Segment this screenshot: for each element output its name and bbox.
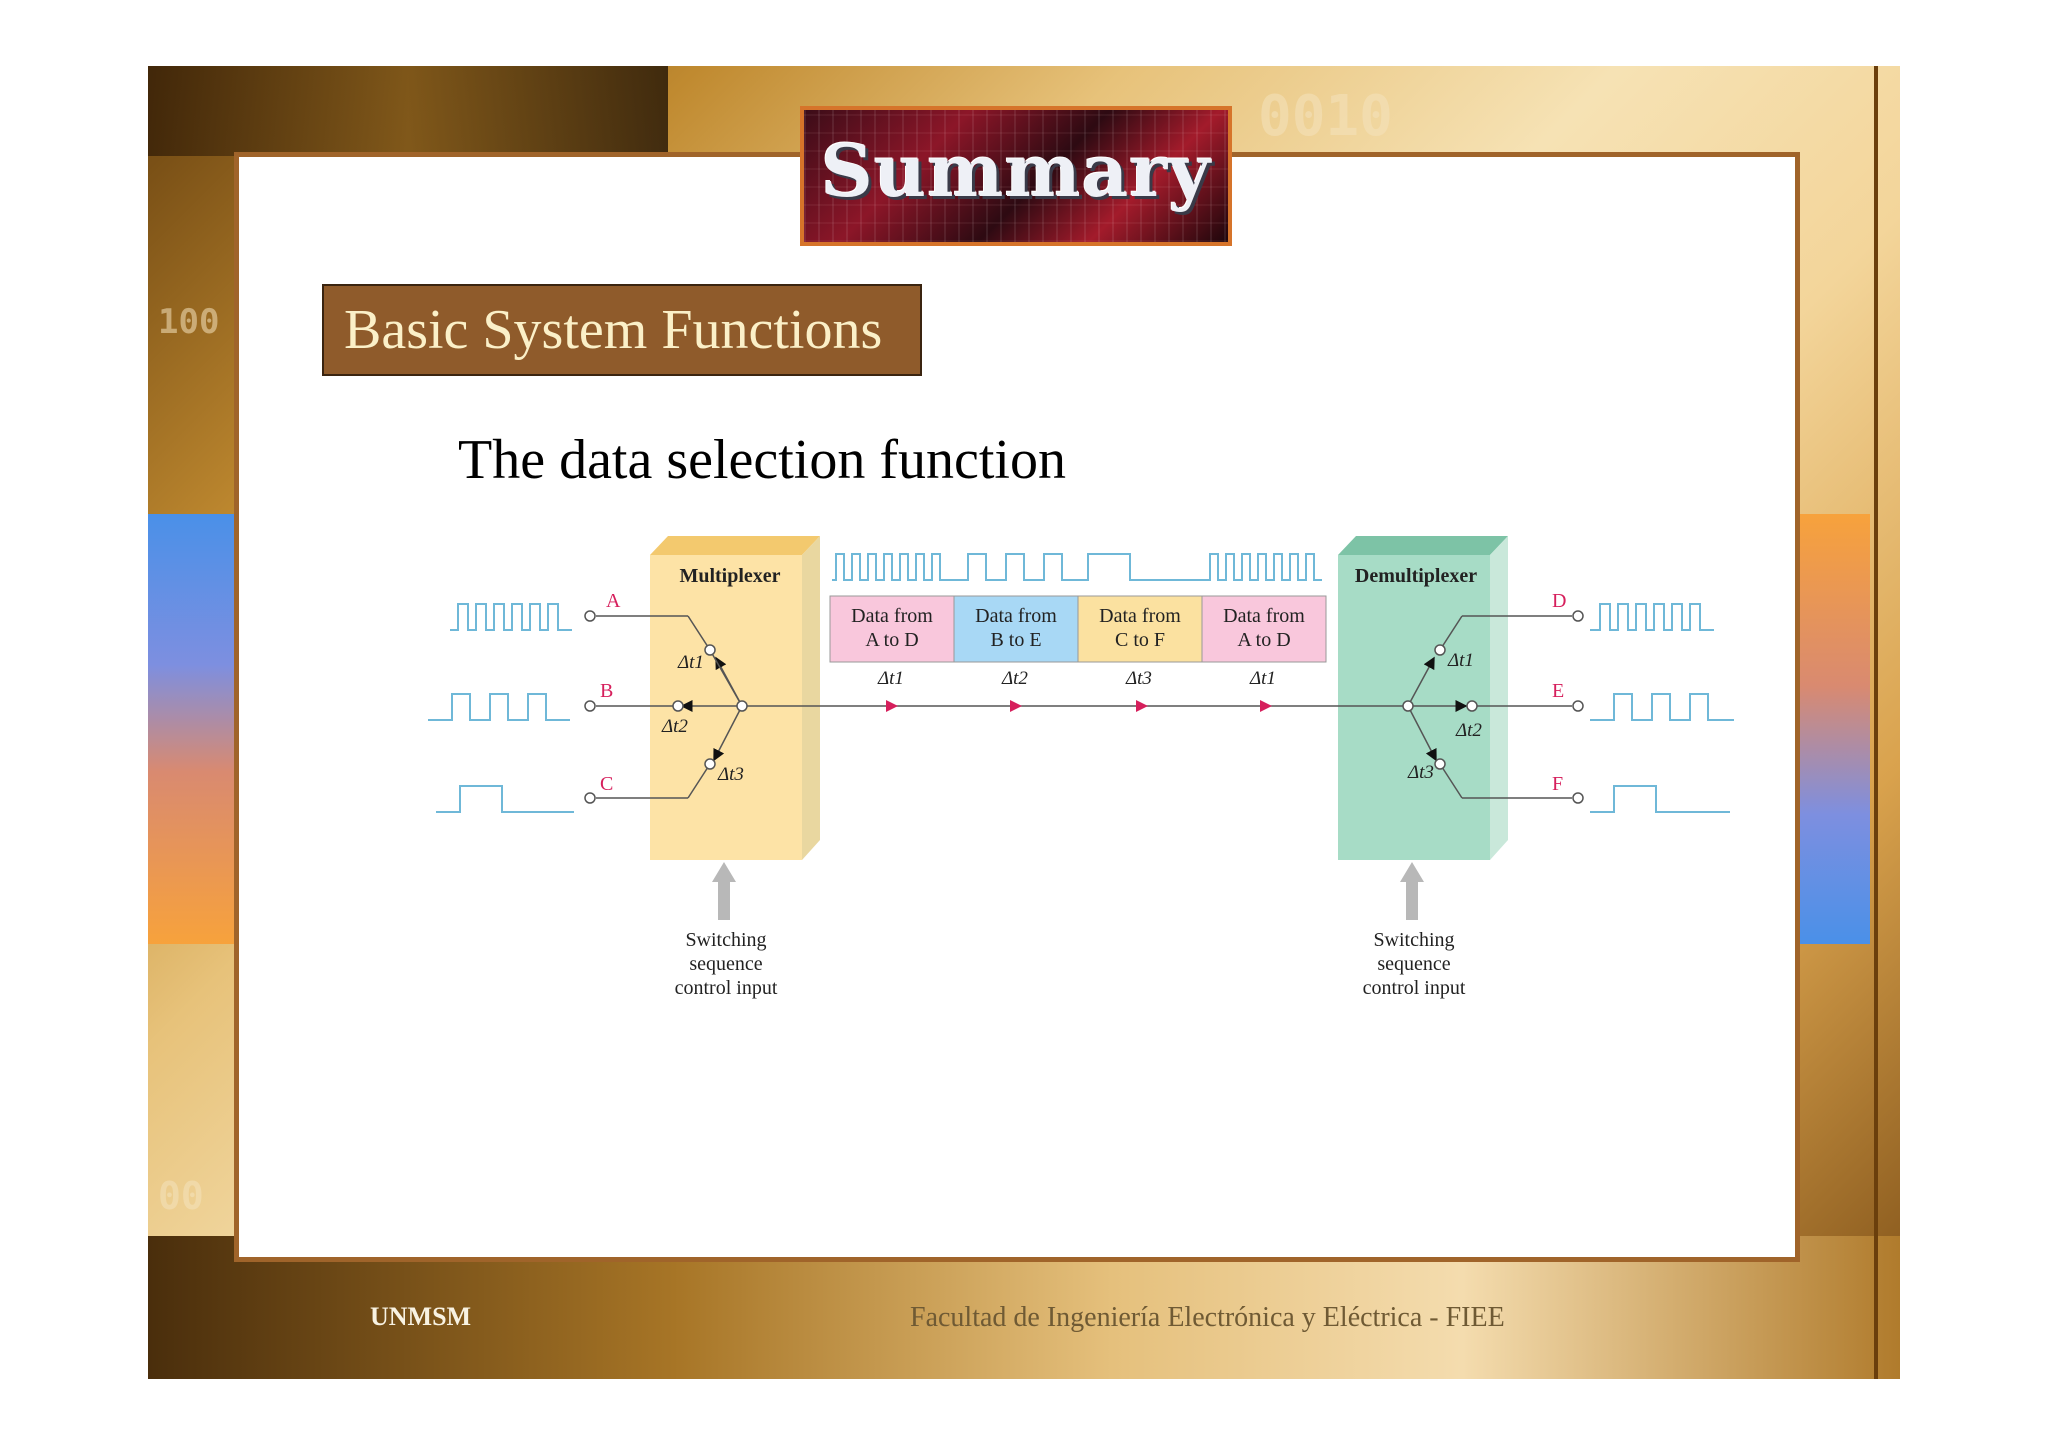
mux-slot-label: Δt3 bbox=[717, 764, 744, 785]
svg-text:Data from: Data from bbox=[1099, 605, 1181, 627]
mux-terminals bbox=[584, 610, 748, 804]
bg-color-bar-left bbox=[148, 514, 236, 944]
multiplexer-block: Multiplexer bbox=[650, 536, 820, 860]
svg-text:Δt1: Δt1 bbox=[1249, 668, 1276, 689]
svg-text:Δt2: Δt2 bbox=[1001, 668, 1028, 689]
svg-text:Data from: Data from bbox=[975, 605, 1057, 627]
input-waveform-a bbox=[450, 603, 572, 631]
data-segment: Data from B to E Δt2 bbox=[953, 595, 1079, 689]
footer-institution: UNMSM bbox=[370, 1302, 472, 1331]
svg-text:B to E: B to E bbox=[990, 629, 1041, 651]
bg-binary-digits: 100 bbox=[158, 302, 220, 342]
svg-text:Data from: Data from bbox=[851, 605, 933, 627]
svg-text:Δt1: Δt1 bbox=[877, 668, 904, 689]
demux-slot-label: Δt3 bbox=[1407, 762, 1434, 783]
output-waveform-e bbox=[1590, 693, 1734, 721]
output-label-e: E bbox=[1552, 680, 1564, 702]
output-waveform-f bbox=[1590, 785, 1730, 813]
direction-arrows bbox=[886, 700, 1272, 712]
demux-control-label: control input bbox=[1363, 977, 1466, 999]
circuit-board-image bbox=[804, 110, 1228, 242]
bg-dark-band-top bbox=[148, 66, 668, 156]
mux-slot-label: Δt1 bbox=[677, 652, 704, 673]
mux-input-lines bbox=[596, 615, 1408, 799]
svg-text:A to D: A to D bbox=[865, 629, 918, 651]
multiplexer-label: Multiplexer bbox=[679, 565, 780, 587]
mux-control-label: sequence bbox=[689, 953, 762, 975]
input-label-a: A bbox=[606, 590, 621, 612]
data-segment: Data from C to F Δt3 bbox=[1077, 595, 1203, 689]
page-title: Summary bbox=[820, 128, 1212, 213]
output-label-d: D bbox=[1552, 590, 1566, 612]
input-waveform-b bbox=[428, 693, 570, 721]
output-label-f: F bbox=[1552, 773, 1563, 795]
data-segment: Data from A to D Δt1 bbox=[1201, 595, 1327, 689]
output-waveform-d bbox=[1590, 603, 1714, 631]
mux-control-label: control input bbox=[675, 977, 778, 999]
svg-text:C to F: C to F bbox=[1115, 629, 1165, 651]
mux-slot-label: Δt2 bbox=[661, 716, 688, 737]
mux-control-label: Switching bbox=[685, 929, 766, 951]
demux-slot-label: Δt2 bbox=[1455, 720, 1482, 741]
demultiplexer-label: Demultiplexer bbox=[1355, 565, 1477, 587]
slide-subtitle: The data selection function bbox=[458, 429, 1066, 491]
footer-faculty: Facultad de Ingeniería Electrónica y Elé… bbox=[910, 1302, 1505, 1333]
transmission-waveform bbox=[832, 553, 1322, 581]
input-label-b: B bbox=[600, 680, 613, 702]
svg-text:Δt3: Δt3 bbox=[1125, 668, 1152, 689]
section-heading: Basic System Functions bbox=[322, 284, 922, 376]
svg-text:Data from: Data from bbox=[1223, 605, 1305, 627]
input-label-c: C bbox=[600, 773, 613, 795]
demux-control-label: Switching bbox=[1373, 929, 1454, 951]
data-segment: Data from A to D Δt1 bbox=[829, 595, 955, 689]
demux-control-label: sequence bbox=[1377, 953, 1450, 975]
mux-control-arrow bbox=[712, 862, 736, 920]
demultiplexer-block: Demultiplexer bbox=[1338, 536, 1508, 860]
bg-color-bar-right bbox=[1800, 514, 1870, 944]
demux-terminals bbox=[1402, 610, 1584, 804]
svg-text:A to D: A to D bbox=[1237, 629, 1290, 651]
bg-binary-digits: 0010 bbox=[1258, 84, 1393, 149]
title-badge: Summary bbox=[800, 106, 1232, 246]
demux-control-arrow bbox=[1400, 862, 1424, 920]
bg-edge-line bbox=[1874, 66, 1878, 1379]
demux-slot-label: Δt1 bbox=[1447, 650, 1474, 671]
input-waveform-c bbox=[436, 785, 574, 813]
bg-binary-digits: 00 bbox=[158, 1174, 204, 1218]
demux-switch-arm bbox=[1407, 615, 1572, 799]
mux-switch-arm bbox=[680, 649, 743, 762]
